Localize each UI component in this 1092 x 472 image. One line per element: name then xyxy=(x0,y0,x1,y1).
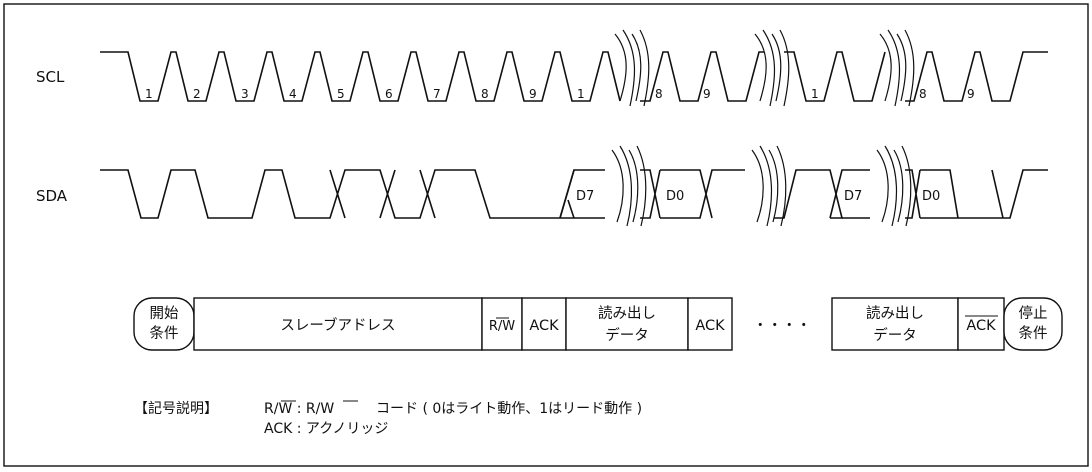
frame-row: 開始 条件 スレーブアドレス R/W ACK 読み出し データ ACK ・・・・… xyxy=(133,297,1063,351)
scl-label: SCL xyxy=(36,68,65,86)
clock-numbers: 1 2 3 4 5 6 7 8 9 1 8 9 1 8 9 xyxy=(145,87,975,101)
clock-number: 4 xyxy=(289,87,297,101)
read-data2-line2: データ xyxy=(873,326,917,344)
clock-number: 3 xyxy=(241,87,249,101)
sda-waveform-d7a-bus xyxy=(559,169,575,219)
legend-heading: 【記号説明】 xyxy=(134,400,218,417)
data-bit-d0-first: D0 xyxy=(666,189,684,204)
slave-address-box xyxy=(193,297,483,351)
ellipsis: ・・・・ xyxy=(753,318,811,334)
sda-waveform-upper xyxy=(100,169,518,219)
stop-condition-line1: 停止 xyxy=(1019,305,1048,322)
read-data-line1: 読み出し xyxy=(598,305,656,322)
legend-line2: ACK : アクノリッジ xyxy=(264,421,388,437)
sda-crossovers xyxy=(329,169,436,219)
legend-line1-rest: コード ( 0はライト動作、1はリード動作 ) xyxy=(376,401,642,417)
diagram-border xyxy=(3,3,1089,467)
data-bit-d0-second: D0 xyxy=(922,189,940,204)
legend-line1-prefix: R/W : R/W xyxy=(264,401,334,417)
sda-waveform-d0b xyxy=(905,169,1048,219)
clock-number: 1 xyxy=(145,87,153,101)
scl-break-marks xyxy=(614,29,915,107)
scl-waveform-seg3 xyxy=(784,51,886,102)
clock-number: 5 xyxy=(337,87,345,101)
clock-number: 6 xyxy=(385,87,393,101)
data-bit-d7-first: D7 xyxy=(576,189,594,204)
sda-label: SDA xyxy=(36,187,68,205)
read-data2-line1: 読み出し xyxy=(866,305,924,322)
data-bit-d7-second: D7 xyxy=(844,189,862,204)
start-condition-line1: 開始 xyxy=(150,305,179,322)
clock-number: 9 xyxy=(529,87,537,101)
clock-number: 7 xyxy=(433,87,441,101)
sda-break-marks xyxy=(611,145,912,227)
rw-label: R/W xyxy=(489,319,515,334)
read-data-line2: データ xyxy=(605,326,649,344)
stop-condition-box xyxy=(1003,297,1063,351)
scl-waveform-seg4 xyxy=(905,51,1048,102)
ack-bar-label: ACK xyxy=(966,318,996,334)
ack2-box xyxy=(687,297,733,351)
clock-number: 2 xyxy=(193,87,201,101)
ack-box xyxy=(521,297,567,351)
sda-waveform-d0a xyxy=(640,169,745,219)
clock-number: 1 xyxy=(811,87,819,101)
scl-waveform xyxy=(100,51,621,102)
read-data-box xyxy=(565,297,689,351)
clock-number: 8 xyxy=(481,87,489,101)
clock-number: 8 xyxy=(919,87,927,101)
legend: 【記号説明】 R/W : R/W コード ( 0はライト動作、1はリード動作 )… xyxy=(134,400,642,437)
clock-number: 8 xyxy=(655,87,663,101)
start-condition-line2: 条件 xyxy=(150,325,179,342)
ack-label: ACK xyxy=(529,318,559,334)
slave-address-label: スレーブアドレス xyxy=(280,316,395,334)
read-data2-box xyxy=(831,297,959,351)
scl-waveform-seg2 xyxy=(640,51,764,102)
clock-number: 1 xyxy=(577,87,585,101)
clock-number: 9 xyxy=(967,87,975,101)
stop-condition-line2: 条件 xyxy=(1019,325,1048,342)
ack2-label: ACK xyxy=(695,318,725,334)
sda-waveform-stop xyxy=(991,169,1004,219)
clock-number: 9 xyxy=(703,87,711,101)
sda-waveform-d7b xyxy=(829,169,870,219)
